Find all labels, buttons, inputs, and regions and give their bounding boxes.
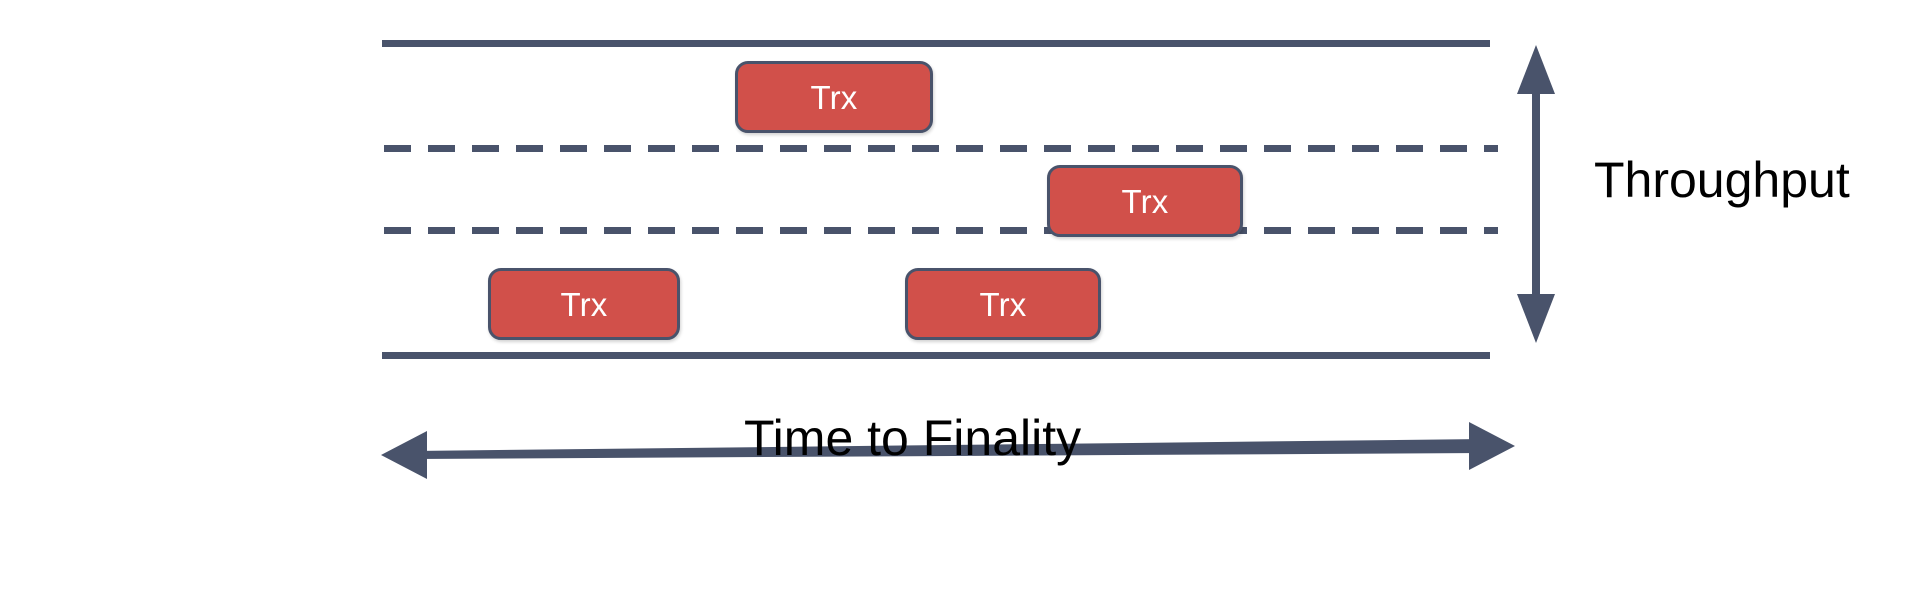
trx-block[interactable]: Trx bbox=[488, 268, 680, 340]
throughput-axis-arrow-icon bbox=[1517, 45, 1555, 343]
lane-line-divider-upper bbox=[384, 145, 1498, 152]
trx-block[interactable]: Trx bbox=[905, 268, 1101, 340]
lane-line-top-boundary bbox=[382, 40, 1490, 47]
trx-block[interactable]: Trx bbox=[1047, 165, 1243, 237]
trx-block[interactable]: Trx bbox=[735, 61, 933, 133]
lane-line-divider-lower bbox=[384, 227, 1498, 234]
lane-line-bottom-boundary bbox=[382, 352, 1490, 359]
trx-block-label: Trx bbox=[560, 285, 608, 323]
trx-block-label: Trx bbox=[979, 285, 1027, 323]
time-to-finality-axis-arrow-icon bbox=[381, 422, 1515, 479]
throughput-axis-label: Throughput bbox=[1594, 152, 1850, 208]
trx-block-label: Trx bbox=[810, 78, 858, 116]
time-to-finality-axis-label: Time to Finality bbox=[744, 410, 1082, 466]
trx-block-label: Trx bbox=[1121, 182, 1169, 220]
